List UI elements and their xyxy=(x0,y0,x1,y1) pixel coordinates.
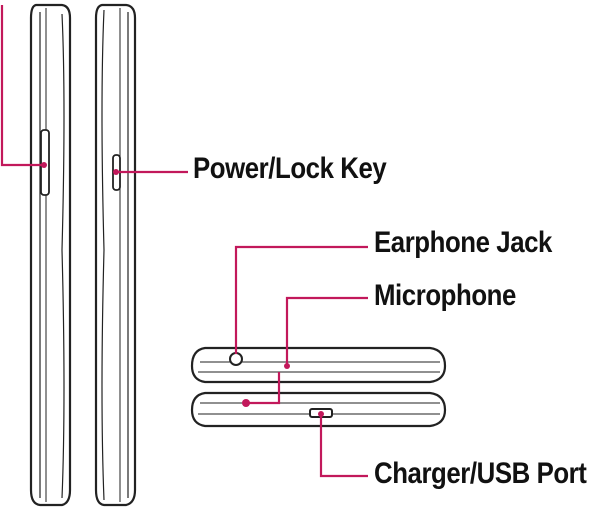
dot-volume xyxy=(41,162,47,168)
callout-microphone xyxy=(285,296,368,366)
dot-power-lock-key xyxy=(113,169,119,175)
earphone-jack-label: Earphone Jack xyxy=(374,226,552,259)
phone-bottom-view xyxy=(190,391,447,428)
microphone-label: Microphone xyxy=(374,279,516,312)
dot-microphone-lower xyxy=(242,399,250,407)
callout-charger-usb-port xyxy=(319,414,368,478)
dot-microphone xyxy=(284,363,290,369)
callout-dots xyxy=(41,162,324,417)
callout-earphone-jack xyxy=(234,245,368,354)
phone-right-side-view xyxy=(94,3,137,507)
dot-charger-usb-port xyxy=(318,411,324,417)
callout-lines xyxy=(0,5,368,478)
power-lock-key-label: Power/Lock Key xyxy=(193,152,387,185)
charger-usb-port-label: Charger/USB Port xyxy=(374,457,587,490)
callout-microphone-lower xyxy=(246,372,281,405)
callout-volume xyxy=(0,5,44,167)
phone-left-side-view xyxy=(29,3,72,507)
phone-top-view xyxy=(190,346,447,384)
earphone-jack-hole xyxy=(229,352,243,366)
